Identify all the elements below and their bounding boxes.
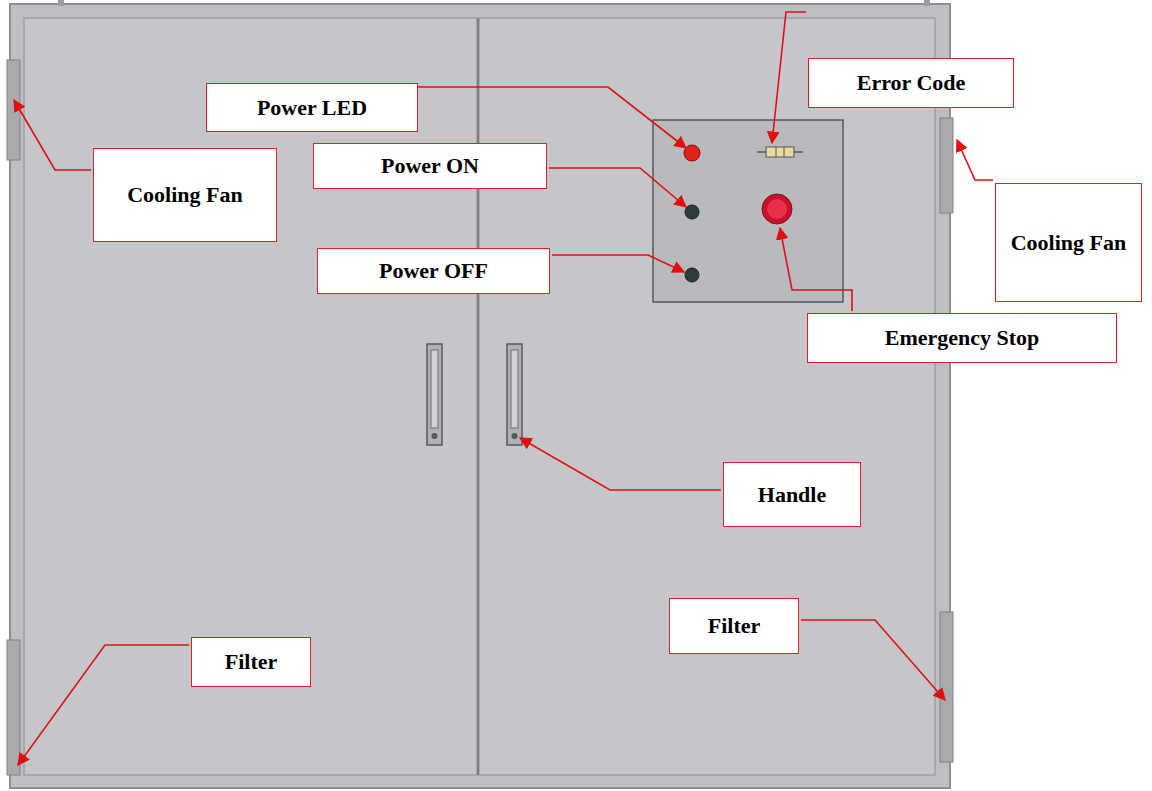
callout-label: Emergency Stop — [885, 324, 1040, 352]
left-door — [24, 18, 477, 775]
leader-line — [552, 255, 684, 272]
control-panel — [653, 120, 843, 302]
callout-label: Handle — [758, 481, 826, 509]
right-door — [479, 18, 935, 775]
power-off-button — [685, 268, 699, 282]
leader-lines — [14, 12, 993, 765]
power-on-button — [685, 205, 699, 219]
leader-line — [772, 12, 806, 143]
leader-line — [549, 168, 686, 207]
leader-line — [418, 87, 686, 148]
callout-label: Power OFF — [379, 257, 488, 285]
door-handle — [427, 344, 442, 445]
hinge-pin — [924, 0, 930, 6]
emergency-stop-button — [762, 194, 792, 224]
callout-box: Handle — [723, 462, 861, 527]
emergency-stop-cap — [767, 199, 787, 219]
callout-label: Cooling Fan — [1011, 229, 1127, 257]
filter — [940, 612, 953, 762]
error-code-display — [757, 147, 803, 157]
filter — [7, 640, 20, 775]
leader-line — [780, 228, 852, 311]
callout-box: Power OFF — [317, 248, 550, 294]
cabinet-body — [10, 4, 950, 788]
callout-box: Filter — [669, 598, 799, 654]
callout-box: Filter — [191, 637, 311, 687]
callout-box: Cooling Fan — [93, 148, 277, 242]
callout-label: Power ON — [381, 152, 479, 180]
door-seam — [477, 18, 479, 775]
cooling-fan — [7, 60, 20, 160]
callout-label: Filter — [708, 612, 761, 640]
leader-line — [14, 100, 91, 170]
callout-label: Cooling Fan — [127, 181, 243, 209]
leader-line — [18, 645, 189, 765]
callout-box: Power ON — [313, 143, 547, 189]
callout-label: Error Code — [857, 69, 966, 97]
callout-label: Power LED — [257, 94, 367, 122]
callout-box: Cooling Fan — [995, 183, 1142, 302]
hinge-pin — [58, 0, 64, 6]
callout-box: Power LED — [206, 83, 418, 132]
callout-box: Error Code — [808, 58, 1014, 108]
leader-line — [520, 438, 721, 490]
leader-line — [801, 620, 945, 700]
cooling-fan — [940, 118, 953, 213]
callout-label: Filter — [225, 648, 278, 676]
callout-box: Emergency Stop — [807, 313, 1117, 363]
leader-line — [957, 140, 993, 180]
door-handle — [507, 344, 522, 445]
